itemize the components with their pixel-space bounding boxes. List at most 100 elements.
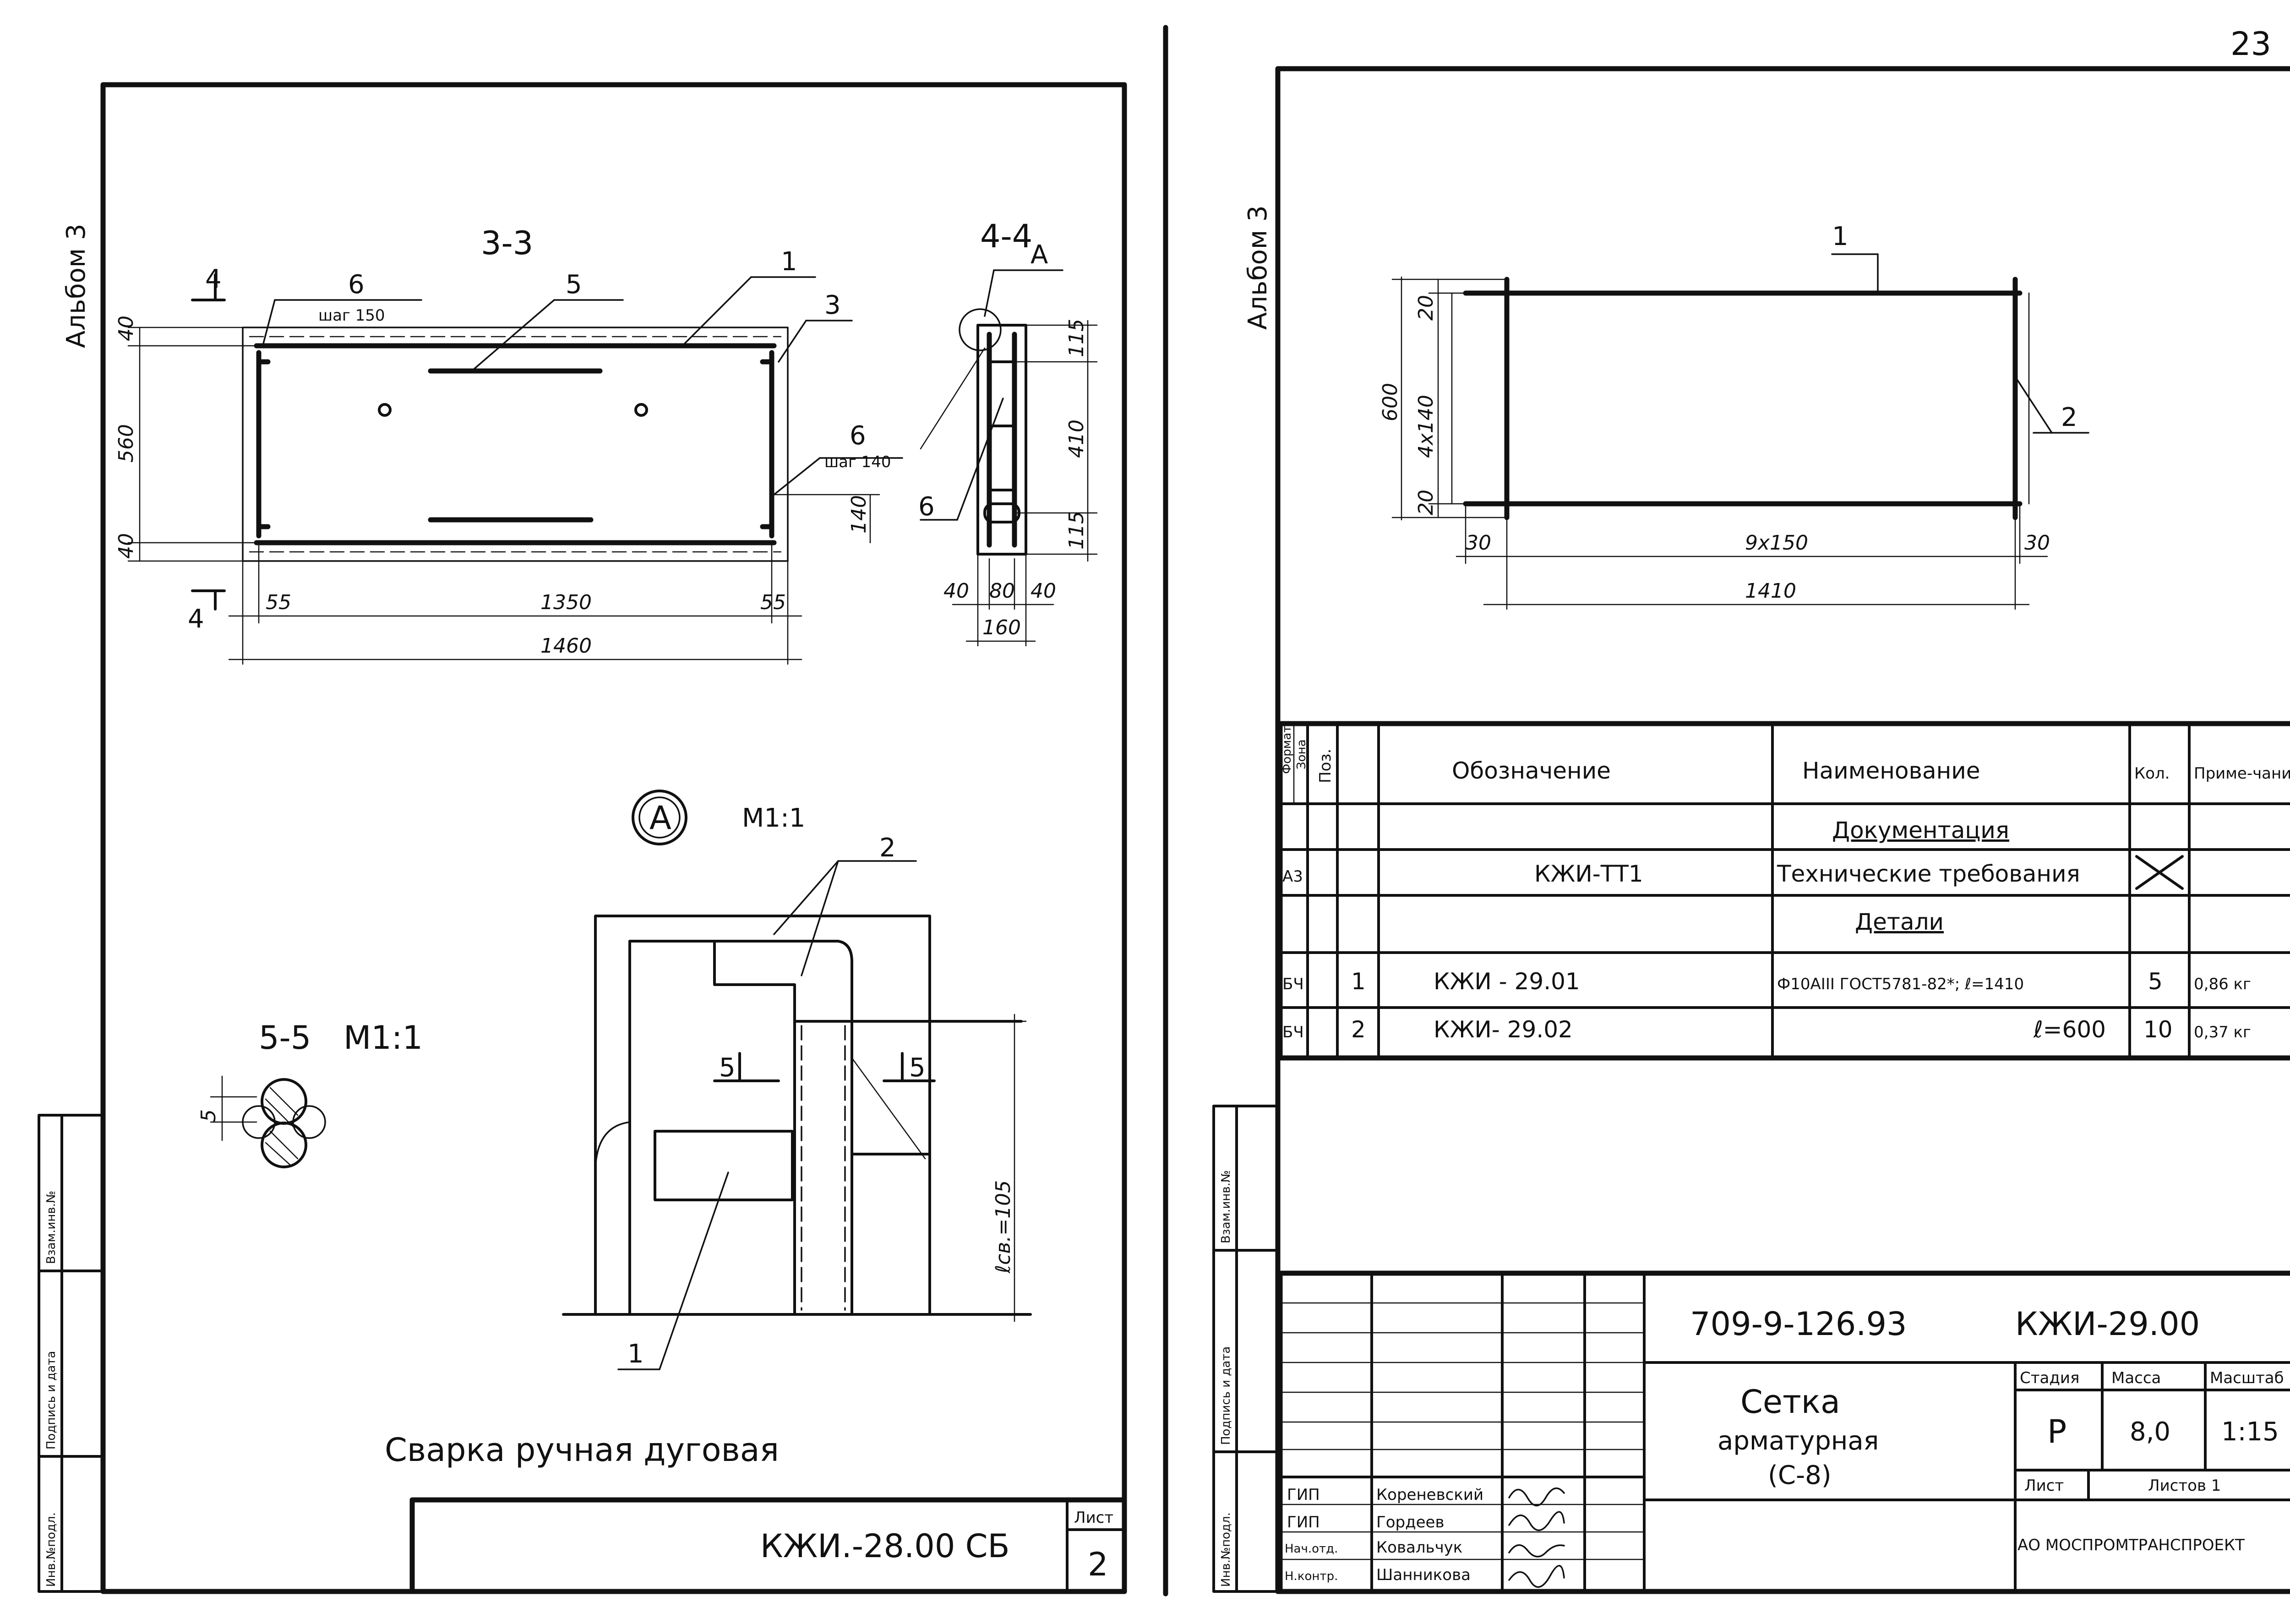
hole-left <box>378 403 392 417</box>
svg-text:Взам.инв.№: Взам.инв.№ <box>1219 1170 1233 1243</box>
svg-text:5: 5 <box>719 1053 736 1083</box>
section-3-3: 3-3 4 4 <box>114 224 903 665</box>
album-label-left: Альбом 3 <box>61 223 91 348</box>
project-code: 709-9-126.93 <box>1690 1305 1907 1343</box>
svg-text:5: 5 <box>2148 968 2163 995</box>
svg-text:55: 55 <box>266 591 291 614</box>
section-3-3-title: 3-3 <box>481 224 533 262</box>
svg-text:ℓсв.=105: ℓсв.=105 <box>992 1180 1015 1274</box>
svg-text:600: 600 <box>1379 383 1402 421</box>
svg-text:5: 5 <box>909 1053 926 1083</box>
table-row: Детали <box>1855 909 1944 935</box>
left-side-stamp: Инв.№подл. Подпись и дата Взам.инв.№ <box>38 1114 104 1593</box>
svg-text:40: 40 <box>943 579 969 603</box>
left-end-bar <box>256 350 271 539</box>
section-5-5: 5-5 М1:1 5 <box>197 1019 423 1168</box>
svg-text:Гордеев: Гордеев <box>1376 1513 1445 1531</box>
svg-text:ГИП: ГИП <box>1287 1486 1320 1504</box>
dims-4-4: 115 410 115 40 80 40 160 <box>943 319 1098 647</box>
left-stamp-sheet-no: 2 <box>1088 1546 1108 1583</box>
right-side-stamp: Инв.№подл. Подпись и дата Взам.инв.№ <box>1212 1105 1279 1593</box>
svg-text:Шанникова: Шанникова <box>1376 1566 1471 1584</box>
right-end-bar <box>760 350 774 539</box>
cut-4-top: 4 <box>205 264 222 294</box>
detail-a-marker <box>632 790 687 845</box>
detail-a: A М1:1 2 1 <box>562 790 1032 1370</box>
page-number: 23 <box>2230 25 2271 63</box>
svg-text:6: 6 <box>918 492 935 522</box>
svg-text:БЧ: БЧ <box>1282 1023 1304 1041</box>
table-row: Документация <box>1832 817 2009 844</box>
svg-text:30: 30 <box>1466 531 1491 555</box>
header-code: Обозначение <box>1452 758 1611 784</box>
svg-text:1350: 1350 <box>540 591 592 614</box>
svg-text:Приме-чание: Приме-чание <box>2194 764 2290 783</box>
callout-6-section44: 6 <box>918 398 1004 522</box>
svg-text:140: 140 <box>847 495 871 534</box>
svg-text:КЖИ - 29.01: КЖИ - 29.01 <box>1434 968 1580 995</box>
svg-text:0,86 кг: 0,86 кг <box>2194 975 2251 993</box>
svg-text:1460: 1460 <box>540 634 592 658</box>
svg-text:1410: 1410 <box>1745 579 1796 603</box>
svg-text:40: 40 <box>114 533 138 559</box>
dims-vertical-33: 40 560 40 140 <box>114 316 880 562</box>
svg-text:Кореневский: Кореневский <box>1376 1486 1483 1504</box>
document-code: КЖИ-29.00 <box>2015 1305 2200 1343</box>
svg-text:Зона: Зона <box>1295 739 1309 769</box>
table-row: А3 КЖИ-ТТ1 Технические требования <box>1282 855 2184 890</box>
cut-4-bottom: 4 <box>188 604 204 634</box>
svg-text:А3: А3 <box>1282 867 1303 886</box>
callout-2-detail: 2 <box>773 833 917 976</box>
right-sheet: 23 Альбом 3 1 2 <box>1212 25 2290 1594</box>
svg-text:Лист: Лист <box>2024 1477 2064 1495</box>
svg-text:(С-8): (С-8) <box>1768 1461 1832 1490</box>
svg-text:Нач.отд.: Нач.отд. <box>1285 1542 1338 1556</box>
svg-text:КЖИ- 29.02: КЖИ- 29.02 <box>1434 1016 1573 1043</box>
section-4-4: 4-4 A 6 <box>918 218 1098 647</box>
svg-text:Взам.инв.№: Взам.инв.№ <box>44 1191 58 1264</box>
title-block: 709-9-126.93 КЖИ-29.00 Сетка арматурная … <box>1277 1270 2290 1594</box>
callout-5: 5 <box>471 270 624 372</box>
svg-text:КЖИ-ТТ1: КЖИ-ТТ1 <box>1534 861 1643 887</box>
signatures: ГИП Кореневский ГИП Гордеев Нач.отд. Ков… <box>1285 1486 1565 1588</box>
svg-text:560: 560 <box>114 424 138 463</box>
cut-marker-4: 4 4 <box>188 264 226 634</box>
svg-text:2: 2 <box>1351 1016 1366 1043</box>
weld-bar-bottom <box>261 1122 307 1168</box>
callout-1: 1 <box>682 247 816 347</box>
left-stamp: КЖИ.-28.00 СБ Лист 2 <box>409 1497 1127 1594</box>
svg-text:Листов 1: Листов 1 <box>2148 1477 2221 1495</box>
svg-text:Сетка: Сетка <box>1740 1383 1840 1421</box>
mesh-drawing: 1 2 600 20 4x140 20 <box>1379 222 2089 610</box>
svg-text:Ковальчук: Ковальчук <box>1376 1538 1462 1557</box>
svg-text:3: 3 <box>824 290 841 320</box>
panel-outline <box>242 327 789 562</box>
svg-text:Лист: Лист <box>1074 1509 1113 1527</box>
svg-text:М1:1: М1:1 <box>344 1019 423 1057</box>
detail-a-bar-1 <box>654 1130 794 1201</box>
svg-text:9x150: 9x150 <box>1745 531 1808 555</box>
detail-a-circle <box>959 308 1002 351</box>
svg-text:Масса: Масса <box>2111 1369 2161 1387</box>
svg-text:40: 40 <box>114 316 138 341</box>
organization: АО МОСПРОМТРАНСПРОЕКТ <box>2017 1536 2245 1554</box>
mesh-dims-vertical: 600 20 4x140 20 <box>1379 276 1508 521</box>
svg-text:410: 410 <box>1065 420 1088 458</box>
weld-dim: ℓсв.=105 <box>992 1014 1027 1322</box>
svg-text:5-5: 5-5 <box>259 1019 311 1057</box>
weld-note: Сварка ручная дуговая <box>385 1431 779 1469</box>
svg-text:Инв.№подл.: Инв.№подл. <box>44 1512 58 1587</box>
detail-a-scale: М1:1 <box>742 803 805 833</box>
svg-text:115: 115 <box>1065 511 1088 550</box>
svg-text:Кол.: Кол. <box>2134 764 2170 783</box>
callout-1-mesh: 1 <box>1831 222 1879 294</box>
svg-text:40: 40 <box>1030 579 1056 603</box>
section-4-4-outline <box>976 324 1027 556</box>
table-row: БЧ 2 КЖИ- 29.02 ℓ=600 10 0,37 кг <box>1282 1016 2251 1043</box>
svg-text:20: 20 <box>1414 295 1438 321</box>
svg-text:10: 10 <box>2143 1016 2173 1043</box>
svg-text:2: 2 <box>2061 403 2077 432</box>
callout-3: 3 <box>778 290 853 363</box>
svg-text:Стадия: Стадия <box>2020 1369 2079 1387</box>
svg-text:Документация: Документация <box>1832 817 2009 844</box>
